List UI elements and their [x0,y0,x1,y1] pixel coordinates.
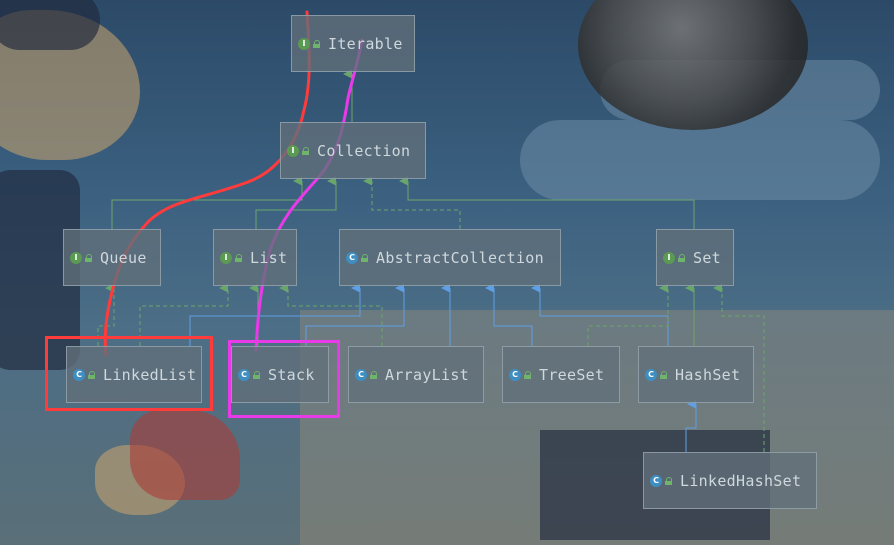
public-lock-icon [524,370,531,379]
node-collection[interactable]: I Collection [280,122,426,179]
interface-icon: I [287,144,299,157]
background-soccer-ball [578,0,808,130]
public-lock-icon [88,370,95,379]
node-abstractcollection[interactable]: C AbstractCollection [339,229,561,286]
background-character-hair [0,0,100,50]
class-icon: C [645,368,657,381]
public-lock-icon [660,370,667,379]
node-label: List [250,248,288,267]
public-lock-icon [370,370,377,379]
node-label: AbstractCollection [376,248,544,267]
node-list[interactable]: I List [213,229,297,286]
edge-treeset-set [587,283,669,346]
node-iterable[interactable]: I Iterable [291,15,415,72]
class-icon: C [346,251,358,264]
class-icon: C [509,368,521,381]
public-lock-icon [361,253,368,262]
node-label: Queue [100,248,147,267]
edge-queue-collection [111,176,303,229]
public-lock-icon [85,253,92,262]
public-lock-icon [313,39,320,48]
public-lock-icon [235,253,242,262]
background-cloud [520,120,880,200]
edge-stack-abstractcollection [305,283,405,346]
public-lock-icon [665,476,672,485]
class-icon: C [238,368,250,381]
node-queue[interactable]: I Queue [63,229,161,286]
node-stack[interactable]: C Stack [231,346,329,403]
class-icon: C [73,368,85,381]
red-annotation-stroke [103,10,311,357]
edge-arraylist-list [279,283,383,346]
node-hashset[interactable]: C HashSet [638,346,754,403]
node-set[interactable]: I Set [656,229,734,286]
edge-linkedlist-list [139,283,229,346]
edge-treeset-abstractcollection [485,283,533,346]
interface-icon: I [70,251,82,264]
edge-list-collection [255,176,337,229]
edge-abstractcollection-collection [363,176,461,229]
public-lock-icon [678,253,685,262]
node-label: Collection [317,141,411,160]
node-label: TreeSet [539,365,605,384]
interface-icon: I [663,251,675,264]
node-label: HashSet [675,365,741,384]
node-label: Set [693,248,721,267]
public-lock-icon [302,146,309,155]
node-linkedlist[interactable]: C LinkedList [66,346,202,403]
node-label: ArrayList [385,365,469,384]
node-label: LinkedHashSet [680,471,802,490]
interface-icon: I [298,37,310,50]
node-label: LinkedList [103,365,197,384]
node-treeset[interactable]: C TreeSet [502,346,620,403]
edge-linkedhashset-hashset [685,399,697,452]
edge-hashset-abstractcollection [531,283,669,346]
node-label: Stack [268,365,315,384]
edge-linkedlist-abstractcollection [189,283,361,346]
public-lock-icon [253,370,260,379]
node-label: Iterable [328,34,403,53]
interface-icon: I [220,251,232,264]
class-icon: C [650,474,662,487]
node-linkedhashset[interactable]: C LinkedHashSet [643,452,817,509]
node-arraylist[interactable]: C ArrayList [348,346,484,403]
background-shoe [130,410,240,500]
class-icon: C [355,368,367,381]
red-highlight-box [45,336,213,411]
edge-linkedhashset-set [713,283,765,452]
magenta-highlight-box [228,340,340,418]
edge-set-collection [399,176,695,229]
